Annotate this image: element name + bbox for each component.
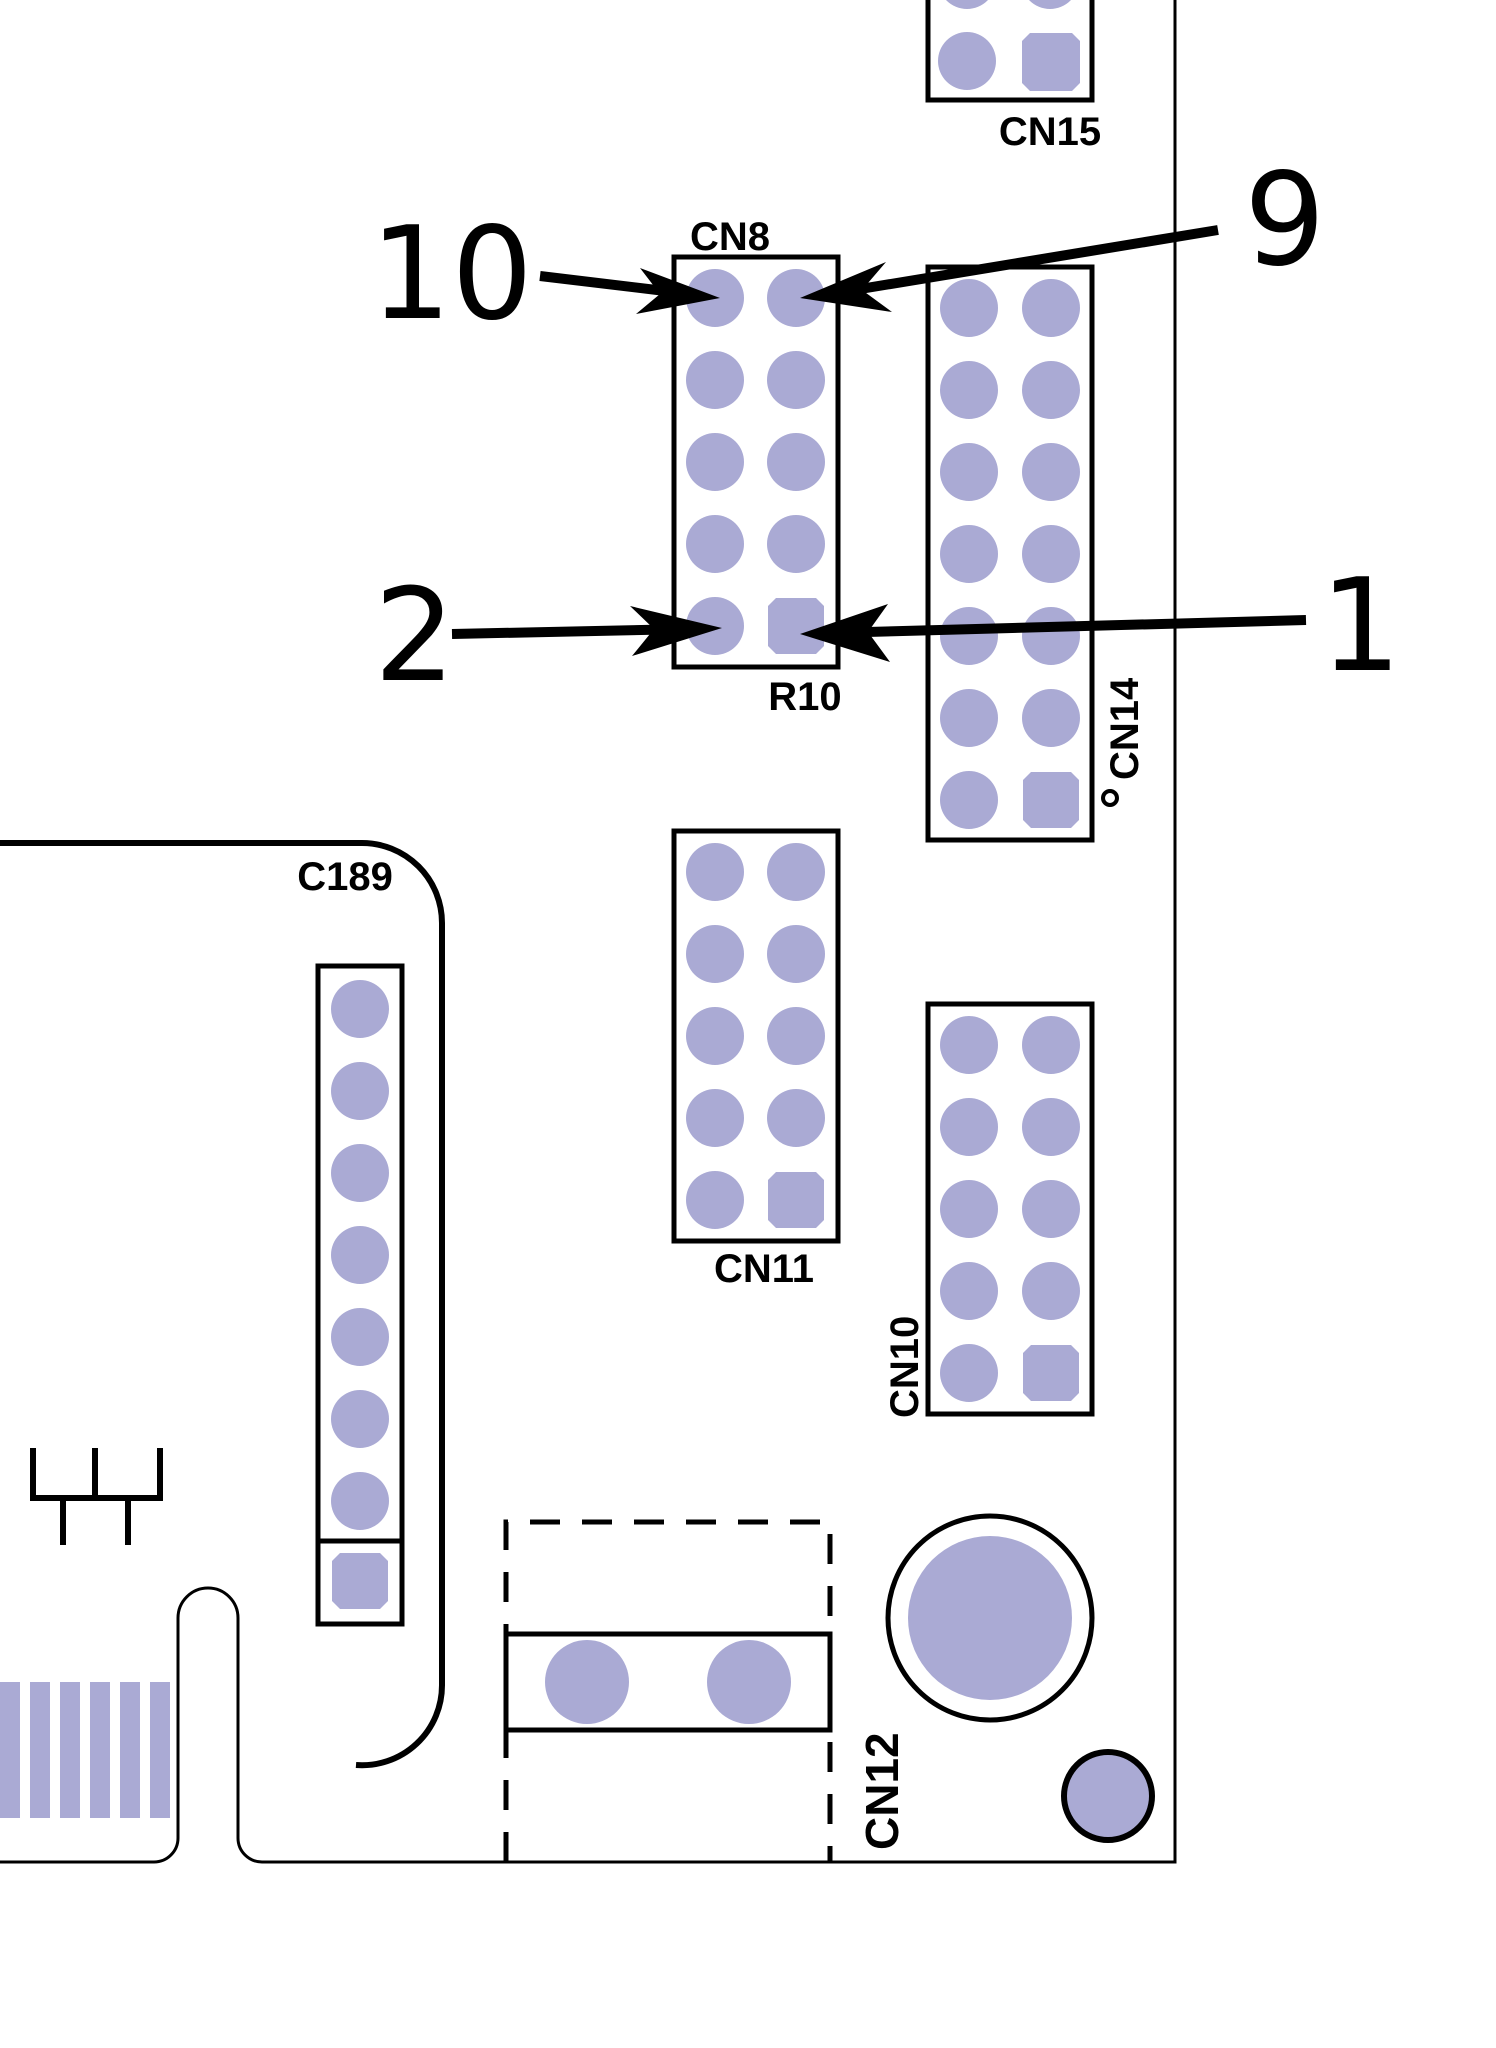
- mounting-pad-small: [1061, 1749, 1155, 1843]
- label-cn10: CN10: [883, 1316, 927, 1418]
- mounting-pad-large: [885, 1513, 1095, 1723]
- callout-pin1: 1: [800, 552, 1401, 701]
- connector-cn10: CN10: [883, 1001, 1095, 1418]
- callout-pin9: 9: [800, 146, 1325, 312]
- label-cn12: CN12: [856, 1732, 908, 1850]
- callout-pin10: 10: [370, 200, 720, 349]
- connector-cn15: CN15: [925, 0, 1101, 154]
- pin1-dot-cn14: [1101, 789, 1119, 807]
- ground-symbol: [30, 1448, 163, 1545]
- callout-label-pin2: 2: [374, 562, 455, 711]
- label-cn11: CN11: [714, 1247, 814, 1291]
- callout-label-pin1: 1: [1320, 552, 1401, 701]
- component-outline-c189-region: [0, 840, 446, 1769]
- connector-cn11: CN11: [671, 828, 841, 1291]
- label-cn15: CN15: [999, 110, 1101, 154]
- connector-cn14: CN14: [925, 264, 1147, 843]
- label-c189: C189: [297, 855, 393, 899]
- connector-cn8: CN8 R10: [671, 215, 842, 719]
- label-r10: R10: [768, 675, 841, 719]
- edge-connector-fingers: [0, 1682, 170, 1818]
- label-cn14: CN14: [1103, 677, 1147, 780]
- label-cn8: CN8: [690, 215, 770, 259]
- connector-c189: C189: [297, 855, 405, 1627]
- callout-label-pin9: 9: [1244, 146, 1325, 295]
- callout-pin2: 2: [374, 562, 722, 711]
- callout-label-pin10: 10: [370, 200, 533, 349]
- connector-cn12: CN12: [503, 1519, 908, 1862]
- board-edge: [0, 0, 1177, 1864]
